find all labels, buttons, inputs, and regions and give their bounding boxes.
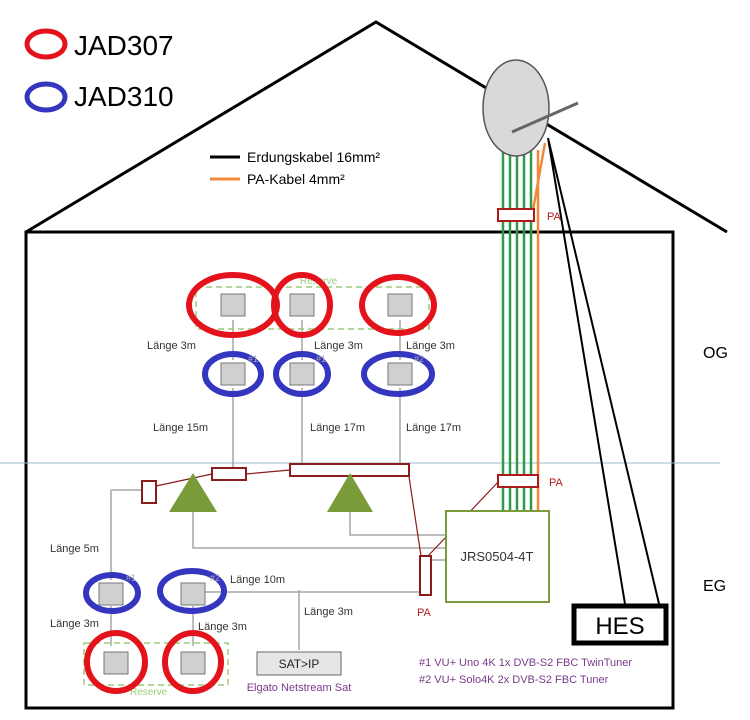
length-run-left: Länge 15m xyxy=(153,422,208,434)
length-og-right: Länge 3m xyxy=(406,340,455,352)
socket xyxy=(220,293,246,317)
multiswitch-label: JRS0504-4T xyxy=(461,549,534,564)
legend-jad310-label: JAD310 xyxy=(74,81,174,112)
socket xyxy=(289,293,315,317)
jad307-ring xyxy=(84,630,148,694)
pa-box-left-small xyxy=(141,480,157,504)
length-eg-left: Länge 3m xyxy=(50,618,99,630)
jad307-sockets-eg xyxy=(84,630,224,694)
length-run-mid: Länge 17m xyxy=(310,422,365,434)
satip-device-label: Elgato Netstream Sat xyxy=(247,682,352,694)
socket xyxy=(103,651,129,675)
length-og-left: Länge 3m xyxy=(147,340,196,352)
hes-label: HES xyxy=(595,613,644,640)
satellite-dish xyxy=(482,59,550,157)
note-receiver-2: #2 VU+ Solo4K 2x DVB-S2 FBC Tuner xyxy=(419,674,609,686)
jad307-sockets-og xyxy=(186,272,437,338)
splitter-right xyxy=(327,473,373,512)
floor-label-og: OG xyxy=(703,345,728,362)
jad310-sockets-og xyxy=(202,351,435,397)
legend-jad307-icon xyxy=(24,28,68,60)
jad310-ring xyxy=(202,351,264,397)
reserve-box-upper xyxy=(195,286,430,330)
length-satip: Länge 3m xyxy=(304,606,353,618)
length-eg-right: Länge 3m xyxy=(198,621,247,633)
jad310-ring xyxy=(157,568,227,614)
multiswitch-box xyxy=(445,510,550,603)
socket xyxy=(387,362,413,386)
socket xyxy=(180,582,206,606)
socket-mark-eg-1: #1 xyxy=(126,573,136,583)
length-run-right: Länge 17m xyxy=(406,422,461,434)
pa-label-top: PA xyxy=(547,211,562,223)
pa-box-middle xyxy=(497,474,539,488)
jad310-sockets-eg xyxy=(83,568,227,614)
jad307-ring xyxy=(359,274,437,336)
reserve-box-lower xyxy=(83,642,229,686)
jad310-ring xyxy=(83,572,141,614)
splitter-left xyxy=(169,473,217,512)
pa-cable-dish-link xyxy=(531,142,547,211)
reserve-label-lower: Reserve xyxy=(130,687,168,698)
legend-pa-cable-label: PA-Kabel 4mm² xyxy=(247,171,345,187)
socket-mark-og-1: #1 xyxy=(248,354,258,364)
legend-jad307-label: JAD307 xyxy=(74,30,174,61)
hes-box xyxy=(571,603,669,646)
jad310-ring xyxy=(273,351,331,397)
floor-label-eg: EG xyxy=(703,578,726,595)
socket xyxy=(98,582,124,606)
pa-label-middle: PA xyxy=(549,477,564,489)
house-roof xyxy=(25,20,728,234)
green-coax-bundle xyxy=(501,150,533,520)
satip-box xyxy=(256,651,342,676)
pa-box-left-bar xyxy=(211,467,247,481)
socket xyxy=(220,362,246,386)
socket xyxy=(180,651,206,675)
legend-jad310-icon xyxy=(24,81,68,113)
pa-label-bottom: PA xyxy=(417,607,432,619)
jad307-ring xyxy=(271,272,333,338)
socket-mark-eg-2: #2 xyxy=(210,573,220,583)
socket-mark-og-2: #1 xyxy=(316,354,326,364)
length-og-mid: Länge 3m xyxy=(314,340,363,352)
pa-box-top xyxy=(497,208,535,222)
length-eg-vertical: Länge 5m xyxy=(50,543,99,555)
ground-cable xyxy=(547,137,662,612)
socket-mark-og-3: #2 xyxy=(414,354,424,364)
socket xyxy=(289,362,315,386)
jad307-ring xyxy=(162,630,224,694)
pa-box-multiswitch xyxy=(419,555,432,596)
legend-ground-cable-label: Erdungskabel 16mm² xyxy=(247,149,380,165)
socket xyxy=(387,293,413,317)
jad310-ring xyxy=(361,351,435,397)
dish-arm xyxy=(511,101,579,134)
satip-label: SAT>IP xyxy=(279,657,320,671)
note-receiver-1: #1 VU+ Uno 4K 1x DVB-S2 FBC TwinTuner xyxy=(419,657,632,669)
length-eg-horizontal: Länge 10m xyxy=(230,574,285,586)
house-walls xyxy=(24,230,675,710)
